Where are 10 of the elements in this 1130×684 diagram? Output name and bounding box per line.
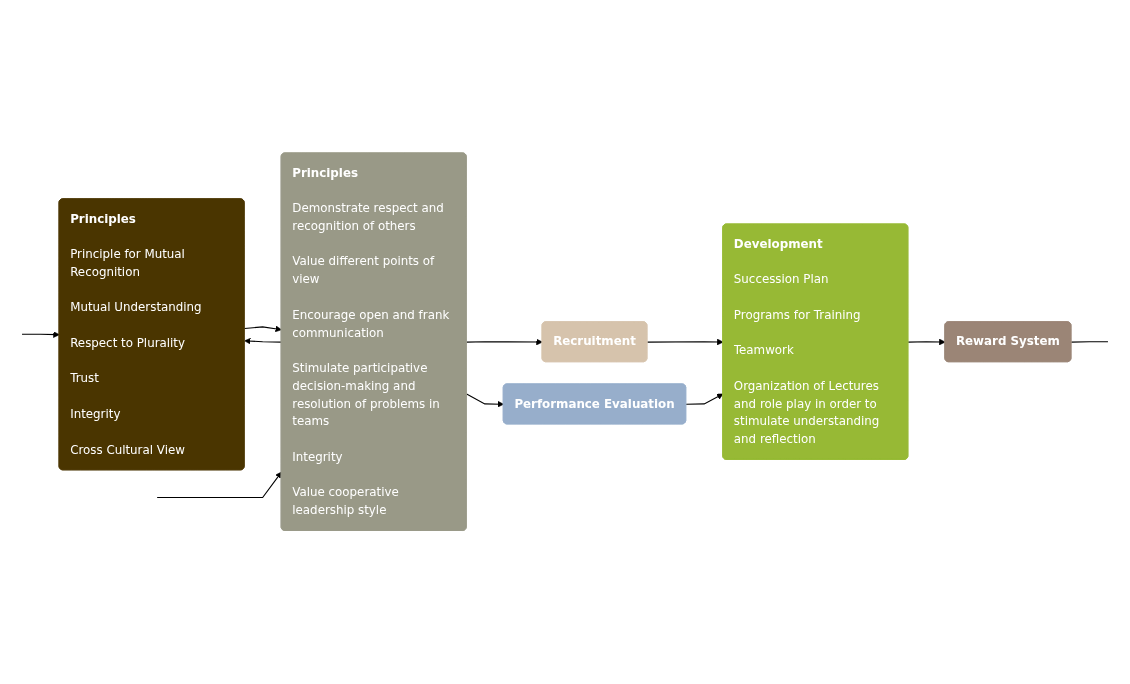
arrow bbox=[466, 339, 543, 346]
arrow bbox=[685, 393, 724, 406]
arrow bbox=[243, 325, 282, 333]
arrow bbox=[244, 338, 283, 345]
arrow bbox=[156, 471, 282, 499]
arrow bbox=[646, 339, 724, 346]
arrow bbox=[21, 331, 60, 339]
arrow bbox=[466, 393, 504, 408]
arrow bbox=[907, 339, 946, 346]
connector bbox=[1070, 341, 1109, 343]
